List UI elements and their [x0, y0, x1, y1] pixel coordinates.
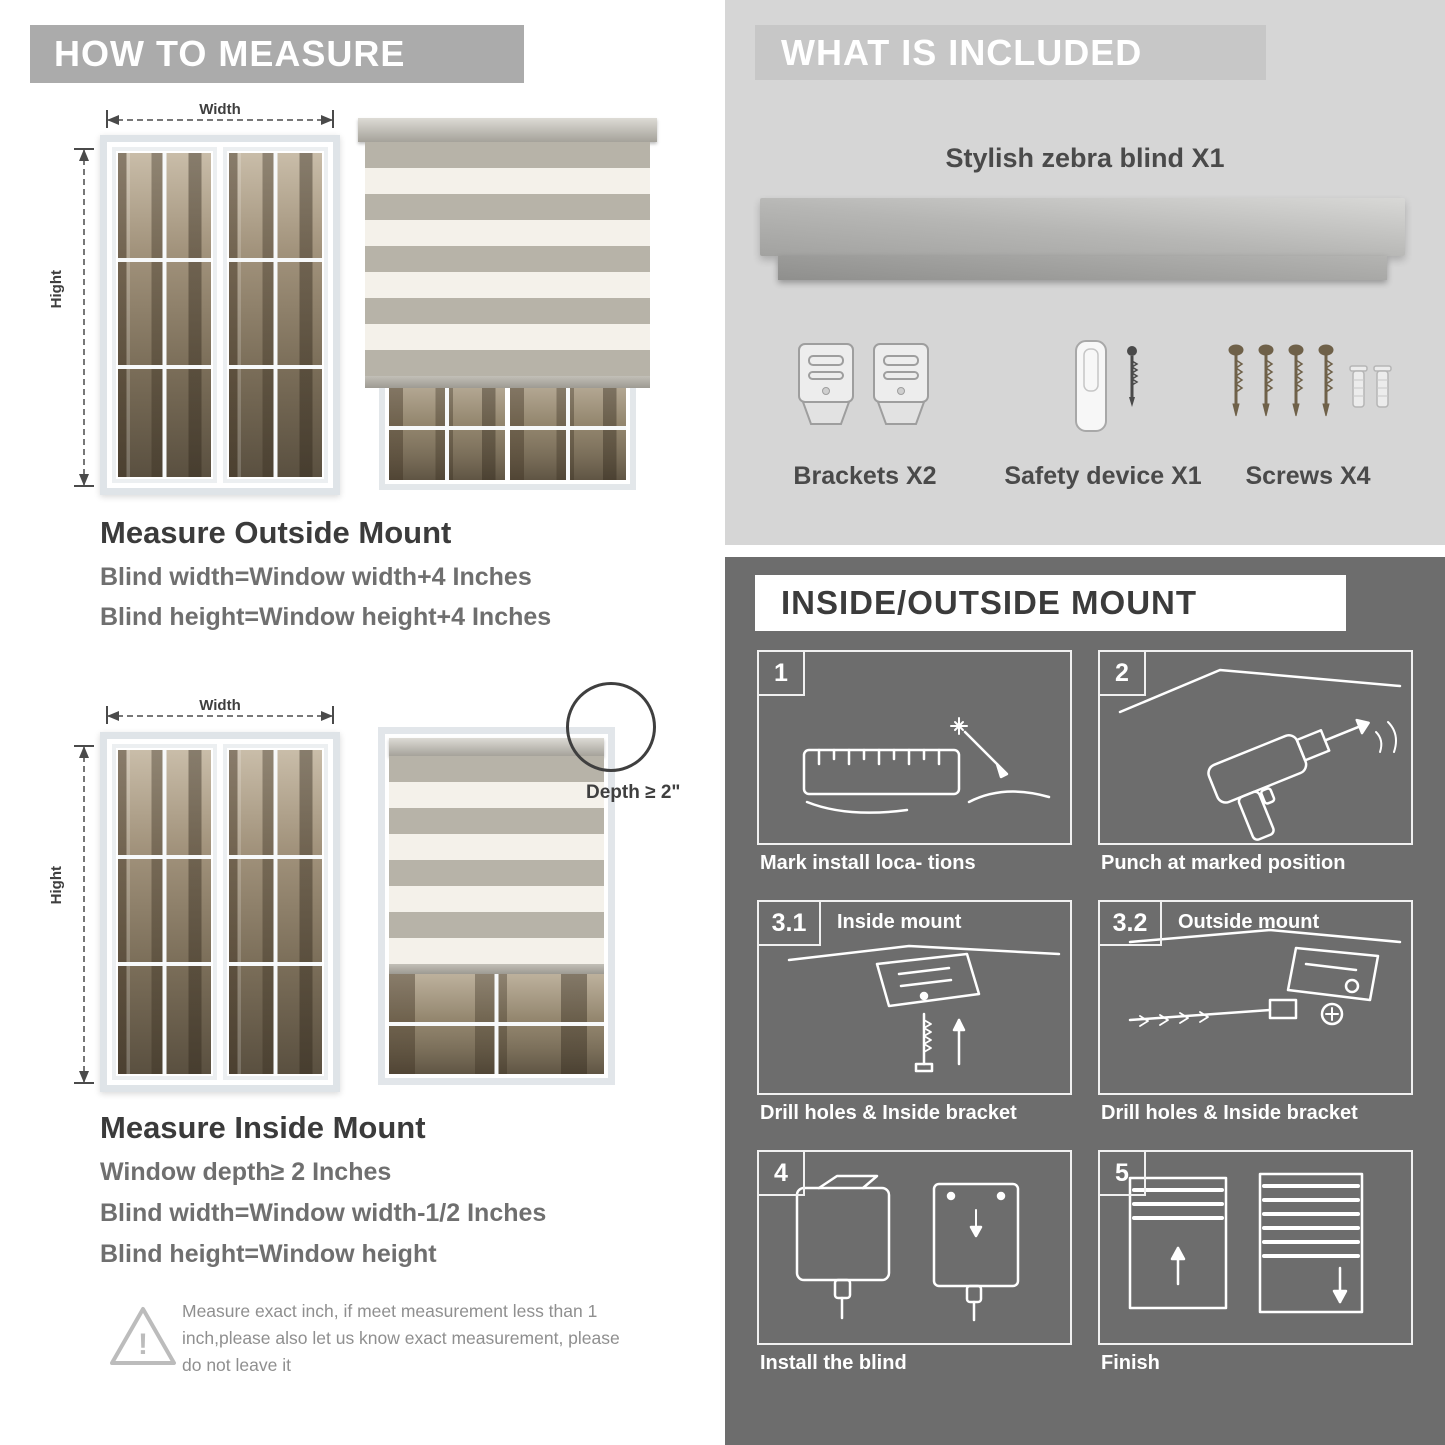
depth-detail-circle [566, 682, 656, 772]
step-cell-3-1: 3.1 Inside mount [757, 900, 1072, 1095]
window-glass [229, 153, 322, 477]
install-blind-icon [795, 1174, 1020, 1322]
warning-triangle-icon: ! [110, 1307, 176, 1365]
step-caption-3-1: Drill holes & Inside bracket [760, 1102, 1017, 1124]
step-number: 3.1 [759, 902, 821, 946]
step-caption-2: Punch at marked position [1101, 852, 1346, 874]
step-sublabel: Outside mount [1178, 911, 1320, 933]
screws-icon [1228, 344, 1392, 417]
safety-device-icon [1075, 340, 1139, 432]
step-cell-2: 2 [1098, 650, 1413, 845]
window-glass [118, 153, 211, 477]
outside-mount-title: Measure Outside Mount [100, 515, 452, 550]
inside-mount-title: Measure Inside Mount [100, 1110, 426, 1145]
window-sash [223, 147, 328, 483]
safety-device-label: Safety device X1 [1004, 462, 1202, 490]
hight-label-outside: Hight [48, 270, 65, 309]
bracket-icon [798, 343, 854, 425]
included-banner: WHAT IS INCLUDED [755, 25, 1266, 80]
hight-label-inside: Hight [48, 866, 65, 905]
blind-bottom-rail [389, 964, 604, 974]
blind-fabric [365, 142, 650, 376]
step-caption-5: Finish [1101, 1352, 1160, 1374]
blind-outside-illustration [358, 118, 657, 495]
hight-arrow-icon [74, 148, 94, 487]
bracket-drill-icon [1128, 928, 1402, 1027]
blind-bottom-rail [365, 376, 650, 388]
headrail-lip [778, 256, 1387, 280]
blind-fabric [389, 756, 604, 964]
drill-icon [1118, 668, 1402, 841]
width-label: Width [191, 101, 249, 118]
screws-label: Screws X4 [1245, 462, 1371, 490]
step-sublabel: Inside mount [837, 911, 962, 933]
blind-x1-label: Stylish zebra blind X1 [945, 143, 1225, 173]
blind-headrail [358, 118, 657, 142]
step-caption-1: Mark install loca- tions [760, 852, 976, 874]
inside-formula-height: Blind height=Window height [100, 1240, 437, 1268]
window-illustration-inside [100, 732, 340, 1092]
headrail-illustration [760, 198, 1405, 256]
step-number: 5 [1100, 1152, 1146, 1196]
bracket-screw-icon [787, 944, 1061, 1073]
finished-blind-icon [1128, 1172, 1364, 1314]
outside-width-arrow: Width [103, 101, 337, 128]
inside-formula-depth: Window depth≥ 2 Inches [100, 1158, 392, 1186]
step-caption-3-2: Drill holes & Inside bracket [1101, 1102, 1358, 1124]
window-illustration-outside [100, 135, 340, 495]
step-number: 1 [759, 652, 805, 696]
width-arrow-icon [106, 110, 334, 128]
step-number: 4 [759, 1152, 805, 1196]
mount-banner: INSIDE/OUTSIDE MOUNT [755, 575, 1346, 631]
bracket-icon [873, 343, 929, 425]
hight-arrow-icon [74, 745, 94, 1084]
window-glass [510, 376, 626, 480]
inside-width-arrow: Width [103, 697, 337, 724]
step-cell-1: 1 [757, 650, 1072, 845]
width-arrow-icon [106, 706, 334, 724]
warning-mark: ! [138, 1328, 148, 1361]
width-label: Width [191, 697, 249, 714]
window-glass [118, 750, 211, 1074]
outside-formula-height: Blind height=Window height+4 Inches [100, 603, 552, 631]
window-glass [229, 750, 322, 1074]
window-sash [112, 147, 217, 483]
step-caption-4: Install the blind [760, 1352, 907, 1374]
step-cell-3-2: 3.2 Outside mount [1098, 900, 1413, 1095]
step-number: 2 [1100, 652, 1146, 696]
warning-text: Measure exact inch, if meet measurement … [182, 1301, 620, 1376]
window-sash [223, 744, 328, 1080]
window-glass [389, 376, 505, 480]
outside-formula-width: Blind width=Window width+4 Inches [100, 563, 532, 591]
depth-note: Depth ≥ 2" [586, 782, 681, 803]
step-number: 3.2 [1100, 902, 1162, 946]
how-to-measure-banner: HOW TO MEASURE [30, 25, 524, 83]
blind-inside-illustration [378, 727, 615, 1085]
inside-formula-width: Blind width=Window width-1/2 Inches [100, 1199, 547, 1227]
brackets-label: Brackets X2 [793, 462, 937, 490]
window-sash [112, 744, 217, 1080]
step-cell-4: 4 [757, 1150, 1072, 1345]
ruler-marking-icon [802, 717, 1051, 814]
blind-headrail [389, 738, 604, 756]
step-cell-5: 5 [1098, 1150, 1413, 1345]
window-glass [389, 974, 604, 1074]
